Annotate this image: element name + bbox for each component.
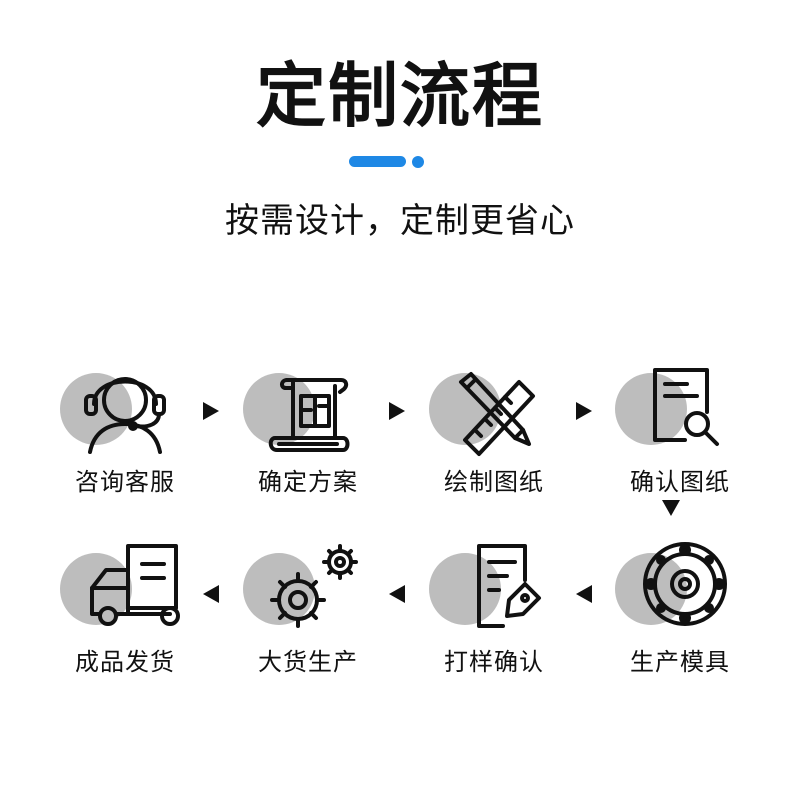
step-label: 确定方案	[258, 468, 358, 496]
flow-arrow-left	[389, 585, 405, 603]
document-tag-icon	[477, 544, 541, 628]
flow-arrow-right	[576, 402, 592, 420]
step-sample-confirm: 打样确认	[404, 540, 584, 700]
step-consult-service: 咨询客服	[35, 360, 215, 520]
title-accent-bar	[349, 156, 406, 167]
step-label: 确认图纸	[630, 468, 730, 496]
flow-arrow-left	[203, 585, 219, 603]
step-disc	[243, 553, 315, 625]
step-label: 打样确认	[444, 648, 544, 676]
step-mold-production: 生产模具	[590, 540, 770, 700]
customer-service-headset-icon	[84, 377, 166, 454]
step-label: 大货生产	[258, 648, 358, 676]
flow-arrow-right	[203, 402, 219, 420]
mold-gear-ring-icon	[643, 542, 727, 626]
flow-arrow-right	[389, 402, 405, 420]
step-label: 绘制图纸	[444, 468, 544, 496]
step-confirm-plan: 确定方案	[218, 360, 398, 520]
step-finished-shipping: 成品发货	[35, 540, 215, 700]
step-confirm-drawings: 确认图纸	[590, 360, 770, 520]
step-mass-production: 大货生产	[218, 540, 398, 700]
title-accent-dot	[412, 156, 424, 168]
step-label: 生产模具	[630, 648, 730, 676]
delivery-truck-icon	[90, 544, 180, 626]
blueprint-scroll-icon	[268, 378, 350, 452]
step-label: 咨询客服	[75, 468, 175, 496]
flow-arrow-left	[576, 585, 592, 603]
flow-arrow-down	[662, 500, 680, 516]
page-subtitle: 按需设计，定制更省心	[225, 201, 575, 241]
document-search-icon	[653, 368, 719, 446]
page-title: 定制流程	[256, 55, 544, 137]
pencil-ruler-icon	[459, 372, 535, 456]
step-label: 成品发货	[75, 648, 175, 676]
production-gears-icon	[270, 544, 358, 628]
step-draw-drawings: 绘制图纸	[404, 360, 584, 520]
